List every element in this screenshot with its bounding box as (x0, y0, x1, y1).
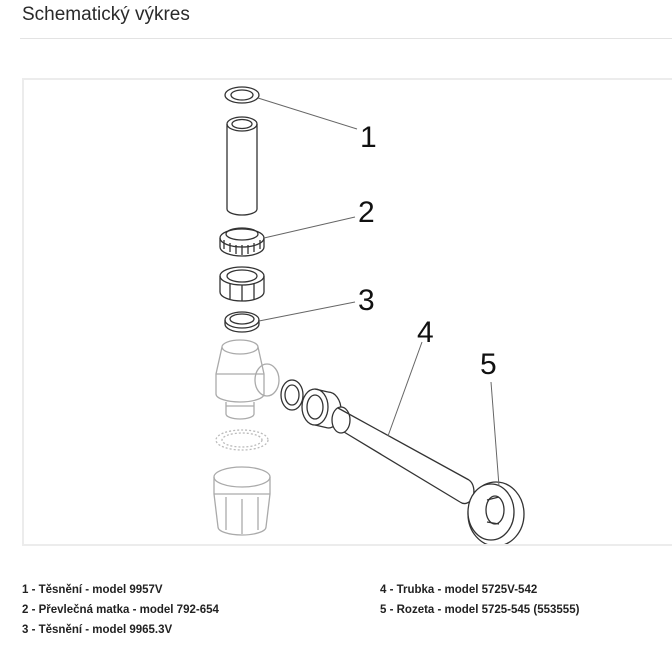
legend-item-2: 2 - Převlečná matka - model 792-654 (22, 604, 219, 616)
callout-4: 4 (417, 316, 434, 349)
part-side-nut (301, 388, 342, 429)
part-trap-cup (213, 466, 271, 536)
legend-column-left: 1 - Těsnění - model 9957V 2 - Převlečná … (22, 580, 219, 640)
legend-item-4: 4 - Trubka - model 5725V-542 (380, 584, 538, 596)
schematic-drawing: 1 2 3 4 5 (22, 78, 672, 546)
part-1-gasket (224, 86, 260, 104)
legend-item-1: 1 - Těsnění - model 9957V (22, 584, 163, 596)
legend-item-3: 3 - Těsnění - model 9965.3V (22, 624, 173, 636)
legend-column-right: 4 - Trubka - model 5725V-542 5 - Rozeta … (380, 580, 579, 620)
callout-2: 2 (358, 196, 375, 229)
part-3-gasket (224, 311, 260, 333)
page-title: Schematický výkres (22, 4, 190, 25)
callout-5: 5 (480, 348, 497, 381)
part-coupling-nut (219, 266, 265, 302)
part-5-rosette (467, 481, 525, 544)
title-divider (20, 38, 672, 39)
part-4-pipe (331, 406, 475, 505)
leader-lines (257, 97, 500, 487)
part-siphon-body (215, 339, 280, 420)
callout-3: 3 (358, 284, 375, 317)
callout-1: 1 (360, 121, 377, 154)
part-2-union-nut (219, 227, 265, 257)
legend-item-5: 5 - Rozeta - model 5725-545 (553555) (380, 604, 580, 616)
part-dashed-gasket (215, 429, 269, 451)
part-side-gasket (280, 379, 304, 411)
part-tailpiece-tube (226, 116, 258, 216)
